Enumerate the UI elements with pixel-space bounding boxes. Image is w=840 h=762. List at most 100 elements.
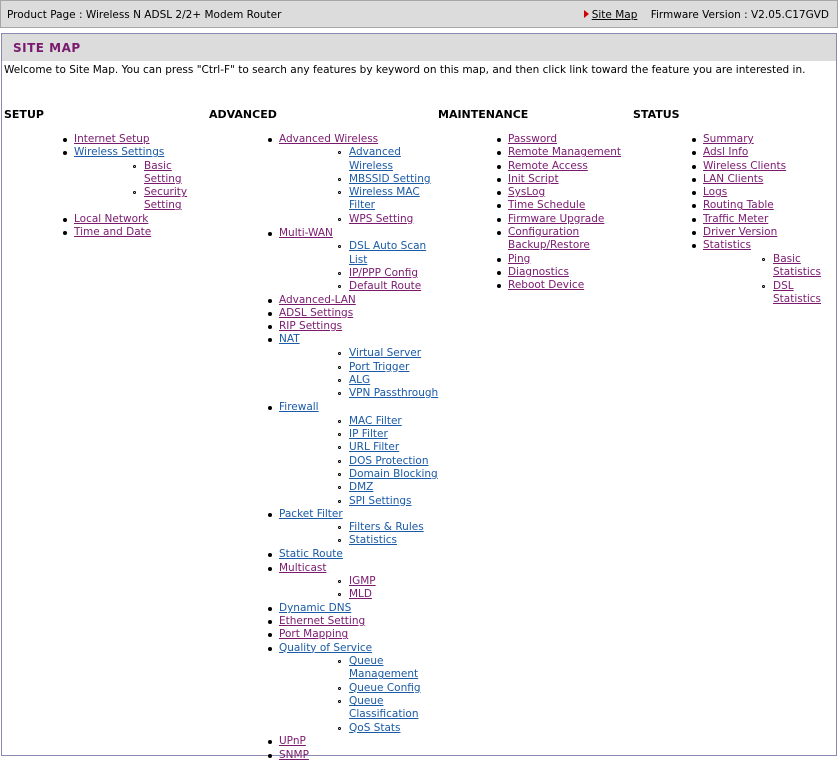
list-item: DSL Auto Scan List [338,240,429,267]
link-reboot-device[interactable]: Reboot Device [508,279,585,292]
link-advanced-wireless-sub[interactable]: Advanced Wireless [349,146,401,172]
setup-list: Internet Setup Wireless Settings Basic S… [63,133,204,239]
list-item: Configuration Backup/Restore [497,226,603,253]
list-item: URL Filter [338,441,439,454]
link-igmp[interactable]: IGMP [349,574,376,587]
list-item: Domain Blocking [338,467,439,481]
link-port-trigger[interactable]: Port Trigger [349,360,410,373]
link-basic-statistics[interactable]: Basic Statistics [773,253,821,279]
panel-header: SITE MAP [2,34,836,61]
link-packet-statistics[interactable]: Statistics [349,534,397,547]
link-wireless-mac-filter[interactable]: Wireless MAC Filter [349,186,420,212]
link-vpn-passthrough[interactable]: VPN Passthrough [349,387,439,400]
link-wireless-clients[interactable]: Wireless Clients [703,159,787,172]
link-logs[interactable]: Logs [703,186,728,199]
list-item: DOS Protection [338,454,439,468]
link-ethernet-setting[interactable]: Ethernet Setting [279,615,366,628]
link-multi-wan[interactable]: Multi-WAN [279,226,333,239]
link-dos-protection[interactable]: DOS Protection [349,454,429,467]
list-item: Static Route [268,548,439,561]
link-ip-filter[interactable]: IP Filter [349,428,388,441]
link-local-network[interactable]: Local Network [74,212,149,225]
arrow-right-icon [583,10,589,18]
list-item: Adsl Info [692,146,833,159]
link-nat[interactable]: NAT [279,333,300,346]
list-item: Wireless MAC Filter [338,186,429,213]
link-quality-of-service[interactable]: Quality of Service [279,641,373,654]
link-alg[interactable]: ALG [349,373,371,386]
link-traffic-meter[interactable]: Traffic Meter [703,212,769,225]
link-statistics[interactable]: Statistics [703,239,751,252]
link-mbssid-setting[interactable]: MBSSID Setting [349,172,431,185]
link-filters-rules[interactable]: Filters & Rules [349,521,424,534]
list-item: WPS Setting [338,212,439,226]
link-routing-table[interactable]: Routing Table [703,199,774,212]
link-port-mapping[interactable]: Port Mapping [279,628,349,641]
link-packet-filter[interactable]: Packet Filter [279,507,343,520]
link-qos-stats[interactable]: QoS Stats [349,721,401,734]
link-queue-classification[interactable]: Queue Classification [349,694,419,721]
link-time-schedule[interactable]: Time Schedule [508,199,586,212]
link-multicast[interactable]: Multicast [279,561,327,574]
site-map-link[interactable]: Site Map [591,9,638,21]
list-item: Diagnostics [497,265,638,279]
list-item: IP/PPP Config [338,266,439,280]
link-advanced-lan[interactable]: Advanced-LAN [279,293,356,306]
list-item: Port Mapping [268,628,439,641]
link-init-script[interactable]: Init Script [508,172,559,185]
list-item: Local Network [63,212,204,226]
link-mld[interactable]: MLD [349,588,372,601]
link-url-filter[interactable]: URL Filter [349,441,400,454]
list-item: Summary [692,133,833,146]
list-item: Firmware Upgrade [497,212,638,226]
link-lan-clients[interactable]: LAN Clients [703,172,764,185]
link-ip-ppp-config[interactable]: IP/PPP Config [349,266,418,279]
column-title-setup: SETUP [4,108,44,121]
list-item: Wireless Clients [692,159,833,173]
link-diagnostics[interactable]: Diagnostics [508,265,569,278]
link-wps-setting[interactable]: WPS Setting [349,212,414,225]
link-upnp[interactable]: UPnP [279,735,306,748]
link-queue-management[interactable]: Queue Management [349,655,419,681]
link-driver-version[interactable]: Driver Version [703,226,778,239]
list-item: Default Route [338,280,439,293]
link-ping[interactable]: Ping [508,252,531,265]
list-item: SPI Settings [338,494,439,508]
link-password[interactable]: Password [508,133,558,145]
site-map-panel: SITE MAP Welcome to Site Map. You can pr… [1,33,837,761]
link-time-and-date[interactable]: Time and Date [74,226,152,239]
link-dsl-statistics[interactable]: DSL Statistics [773,279,821,306]
link-adsl-settings[interactable]: ADSL Settings [279,306,354,319]
link-virtual-server[interactable]: Virtual Server [349,347,422,360]
link-dynamic-dns[interactable]: Dynamic DNS [279,601,352,614]
link-wireless-settings[interactable]: Wireless Settings [74,146,165,159]
list-item: Routing Table [692,199,833,212]
link-remote-access[interactable]: Remote Access [508,159,588,172]
list-item: RIP Settings [268,320,439,333]
link-remote-management[interactable]: Remote Management [508,146,622,159]
link-dsl-auto-scan-list[interactable]: DSL Auto Scan List [349,240,427,266]
list-item: NAT [268,333,439,346]
list-item: ADSL Settings [268,306,439,320]
link-firmware-upgrade[interactable]: Firmware Upgrade [508,212,605,225]
link-queue-config[interactable]: Queue Config [349,681,421,694]
link-syslog[interactable]: SysLog [508,186,546,199]
list-item: MBSSID Setting [338,172,439,186]
link-mac-filter[interactable]: MAC Filter [349,414,402,427]
link-dmz[interactable]: DMZ [349,481,374,494]
link-spi-settings[interactable]: SPI Settings [349,494,412,507]
link-adsl-info[interactable]: Adsl Info [703,146,749,159]
link-rip-settings[interactable]: RIP Settings [279,320,343,333]
link-snmp[interactable]: SNMP [279,748,309,761]
link-internet-setup[interactable]: Internet Setup [74,133,150,145]
link-static-route[interactable]: Static Route [279,548,343,561]
link-domain-blocking[interactable]: Domain Blocking [349,467,438,480]
list-item: Time Schedule [497,199,638,212]
link-default-route[interactable]: Default Route [349,280,422,293]
link-advanced-wireless[interactable]: Advanced Wireless [279,133,379,145]
link-security-setting[interactable]: Security Setting [144,186,188,212]
link-configuration-backup-restore[interactable]: Configuration Backup/Restore [508,226,590,252]
link-firewall[interactable]: Firewall [279,400,319,413]
link-basic-setting[interactable]: Basic Setting [144,159,182,185]
link-summary[interactable]: Summary [703,133,754,145]
